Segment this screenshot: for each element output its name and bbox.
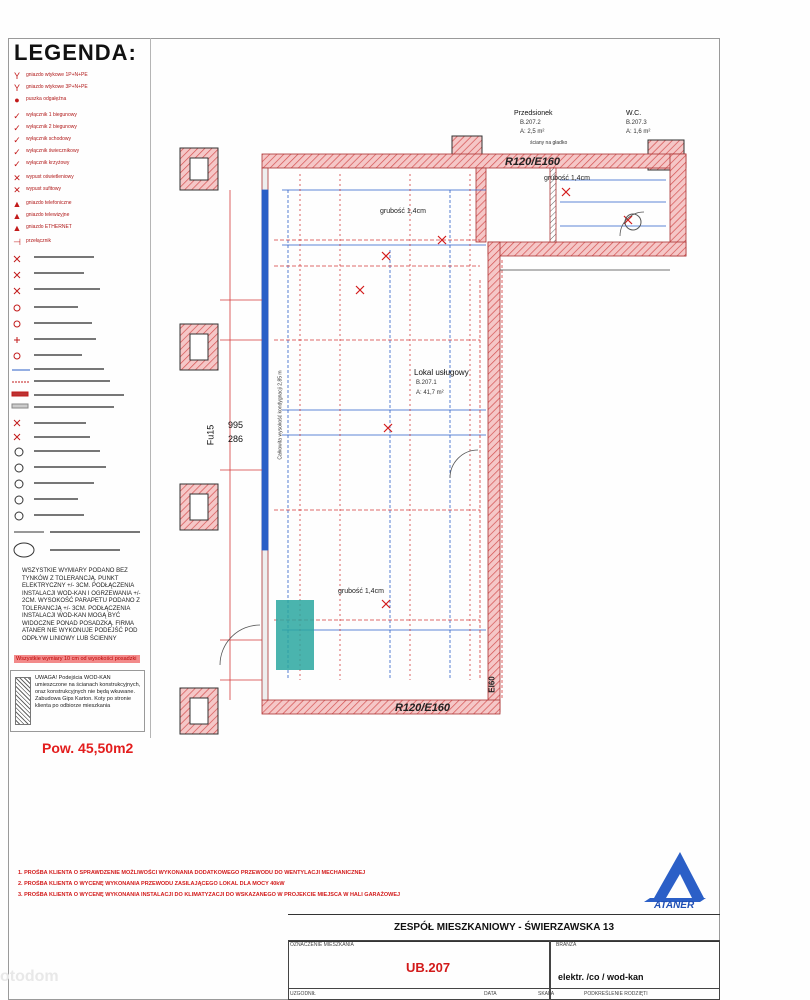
legend-item: wyłącznik 2 biegunowy	[26, 124, 77, 130]
legend-panel: LEGENDA: Y gniazdo wtykowe 1P+N+PE Y gni…	[8, 38, 151, 738]
floor-plan: R120/E160 R120/E160 EI60 grubość 1,4cm g…	[150, 40, 710, 800]
label-skala: SKALA	[538, 991, 555, 997]
legend-item: wypust sufitowy	[26, 186, 62, 192]
label-data: DATA	[484, 991, 497, 997]
legend-item: gniazdo wtykowe 3P+N+PE	[26, 84, 88, 90]
ataner-logo-icon	[644, 852, 706, 902]
legend-item: gniazdo ETHERNET	[26, 224, 72, 230]
room-wc-name: W.C.	[626, 110, 642, 117]
legend-title: LEGENDA:	[14, 40, 137, 65]
teal-block	[276, 600, 314, 670]
ethernet-socket-icon: ▲	[12, 223, 22, 233]
cross-switch-icon: ✓	[13, 159, 21, 169]
logo-text: ATANER	[654, 900, 695, 911]
request-item: 1. PROŚBA KLIENTA O SPRAWDZENIE MOŻLIWOŚ…	[18, 870, 366, 876]
unit-code: UB.207	[406, 960, 451, 975]
dim-286: 286	[228, 434, 244, 444]
label-branza: BRANŻA	[556, 942, 577, 948]
room-przedsionek-area: A: 2,5 m²	[520, 129, 545, 135]
legend-item: przełącznik	[26, 238, 52, 244]
thickness-label: grubość 1,4cm	[338, 588, 384, 595]
request-item: 2. PROŚBA KLIENTA O WYCENĘ WYKONANIA PRZ…	[18, 881, 285, 887]
stair-switch-icon: ✓	[13, 135, 21, 145]
room-main-code: B.207.1	[416, 380, 437, 386]
chandelier-switch-icon: ✓	[13, 147, 21, 157]
ceiling-outlet-icon: ✕	[13, 185, 21, 195]
routing-lines	[220, 174, 670, 700]
legend-item: wyłącznik świecznikowy	[26, 148, 80, 154]
legend-item: gniazdo telefoniczne	[26, 200, 72, 206]
request-item: 3. PROŚBA KLIENTA O WYCENĘ WYKONANIA INS…	[18, 892, 401, 898]
legend-symbols-graphic	[11, 255, 140, 558]
legend-item: wyłącznik 1 biegunowy	[26, 112, 77, 118]
height-label: Całkowita wysokość kondygnacji 2,85 m	[277, 370, 284, 460]
junction-icon: ●	[14, 95, 20, 105]
warning-text: UWAGA! Podejścia WOD-KAN umieszczone na …	[35, 675, 141, 709]
hatch-swatch	[15, 677, 31, 725]
socket-icon: Y	[13, 71, 20, 81]
phone-socket-icon: ▲	[12, 199, 22, 209]
switch-2-icon: ✓	[13, 123, 21, 133]
fire-label-bottom: R120/E160	[395, 702, 451, 714]
legend-item: gniazdo telewizyjne	[26, 212, 70, 218]
title-block: OZNACZENIE MIESZKANIA BRANŻA UB.207 elek…	[288, 940, 720, 1000]
fu-label: Fu15	[205, 424, 216, 446]
dim-995: 995	[228, 420, 244, 430]
toilet-icon	[624, 213, 642, 231]
tb-cell-bottom	[288, 988, 720, 1000]
walls-note: ściany na gładko	[530, 140, 568, 146]
thickness-label: grubość 1,4cm	[380, 208, 426, 215]
legend-item: puszka odgałęźna	[26, 96, 67, 102]
thickness-label: grubość 1,4cm	[544, 175, 590, 182]
room-main-name: Lokal usługowy	[414, 368, 469, 377]
legend-item: wyłącznik schodowy	[26, 136, 72, 142]
red-note: Wszystkie wymiary 10 cm od wysokości pos…	[14, 655, 140, 663]
room-wc-area: A: 1,6 m²	[626, 129, 651, 135]
room-main-area: A: 41,7 m²	[416, 390, 444, 396]
socket-3p-icon: Y	[13, 83, 20, 93]
dimensions-note: Wszystkie wymiary podano bez tynków z to…	[22, 568, 141, 642]
room-przedsionek-name: Przedsionek	[514, 110, 553, 117]
floor-plan-drawing	[179, 135, 687, 735]
client-requests: 1. PROŚBA KLIENTA O SPRAWDZENIE MOŻLIWOŚ…	[18, 868, 400, 901]
light-outlet-icon: ✕	[13, 173, 21, 183]
label-podkreslenie: PODKREŚLENIE RODZIĘTI	[584, 991, 648, 997]
label-ozn: OZNACZENIE MIESZKANIA	[290, 942, 354, 948]
walls	[261, 153, 687, 715]
legend-item: gniazdo wtykowe 1P+N+PE	[26, 72, 88, 78]
watermark: otodom	[0, 968, 59, 985]
switch-toggle-icon: ⊣	[13, 237, 21, 247]
fire-label-top: R120/E160	[505, 156, 561, 168]
fire-label-right: EI60	[487, 676, 497, 693]
light-outlet-markers	[355, 187, 633, 609]
room-wc-code: B.207.3	[626, 120, 647, 126]
legend-item: wypust oświetleniowy	[26, 174, 74, 180]
tv-socket-icon: ▲	[12, 211, 22, 221]
label-uzgodnil: UZGODNIŁ	[290, 991, 316, 997]
legend-item: wyłącznik krzyżowy	[26, 160, 70, 166]
project-title: ZESPÓŁ MIESZKANIOWY - ŚWIERZAWSKA 13	[288, 914, 720, 942]
room-przedsionek-code: B.207.2	[520, 120, 541, 126]
door-swings	[219, 211, 645, 666]
total-area: Pow. 45,50m2	[42, 740, 134, 756]
branch-value: elektr. /co / wod-kan	[558, 972, 644, 982]
ataner-logo: ATANER	[640, 850, 710, 912]
switch-icon: ✓	[13, 111, 21, 121]
warning-box: UWAGA! Podejścia WOD-KAN umieszczone na …	[10, 670, 145, 732]
